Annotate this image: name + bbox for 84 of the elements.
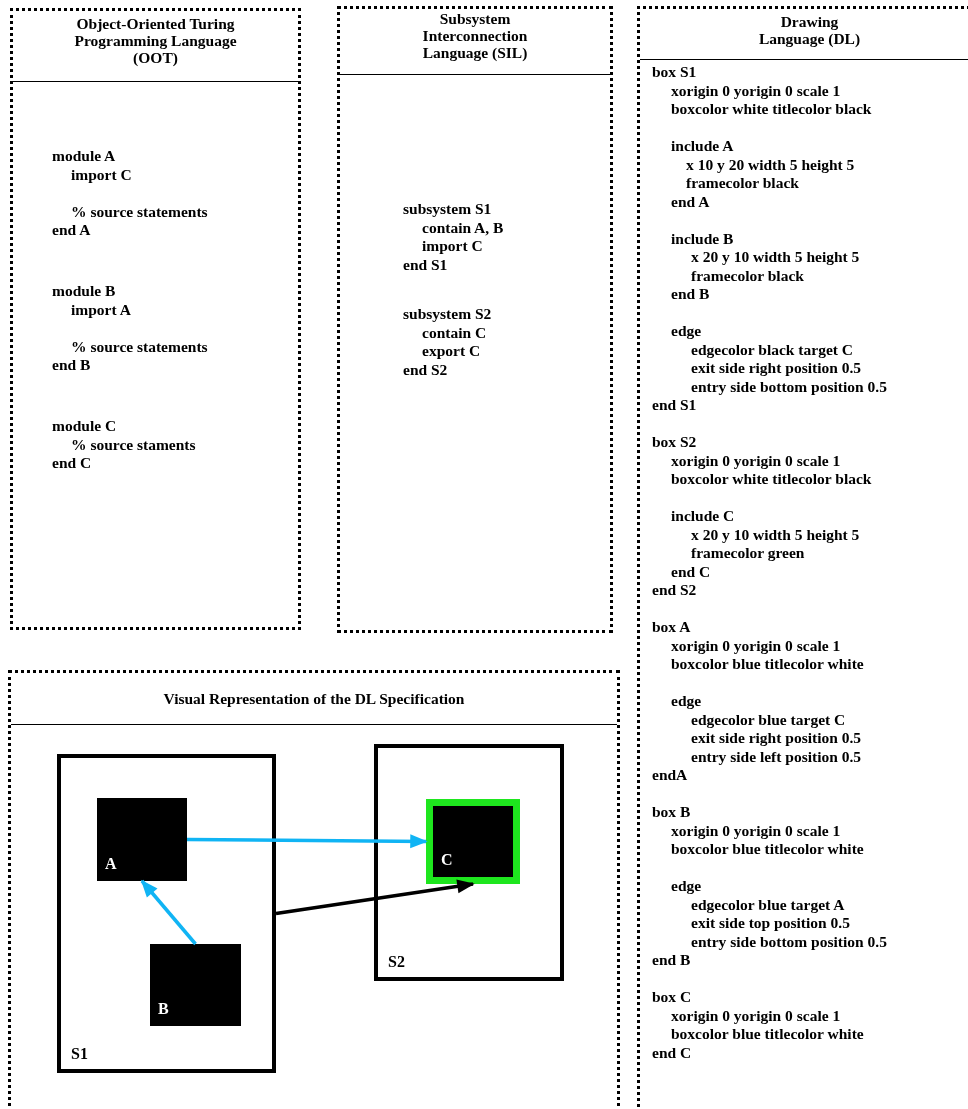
code-line: import A (71, 300, 131, 320)
code-line: xorigin 0 yorigin 0 scale 1 (671, 81, 841, 100)
subsystem-box (57, 754, 276, 1073)
code-line: exit side right position 0.5 (691, 729, 862, 748)
code-line: boxcolor blue titlecolor white (671, 655, 864, 674)
code-line: edgecolor blue target C (691, 710, 846, 729)
code-line: box S2 (652, 433, 697, 452)
code-line: end A (671, 192, 710, 211)
code-line: boxcolor blue titlecolor white (671, 1025, 864, 1044)
arrow (275, 879, 475, 916)
code-line: framecolor black (691, 266, 804, 285)
code-line: end C (671, 562, 711, 581)
code-line: end S1 (652, 396, 697, 415)
subsystem-box (374, 744, 564, 981)
code-line: module B (52, 282, 116, 301)
code-line: endA (652, 766, 688, 785)
panel (8, 670, 620, 1109)
code-line: module C (52, 417, 117, 436)
code-line: box B (652, 803, 691, 822)
code-line: edge (671, 692, 702, 711)
panel-heading: Visual Representation of the DL Specification (162, 690, 466, 707)
code-line: xorigin 0 yorigin 0 scale 1 (671, 821, 841, 840)
code-line: % source statements (71, 202, 208, 221)
code-line: export C (422, 342, 481, 361)
code-line: include B (671, 229, 734, 248)
code-line: box A (652, 618, 691, 637)
panel-heading: Object-Oriented Turing Programming Language (OOT) (73, 15, 238, 66)
box-label: C (441, 851, 453, 869)
code-line: xorigin 0 yorigin 0 scale 1 (671, 1006, 841, 1025)
code-line: include A (671, 137, 734, 156)
module-box (150, 944, 241, 1026)
code-line: box C (652, 988, 692, 1007)
code-line: boxcolor white titlecolor black (671, 470, 872, 489)
code-line: entry side bottom position 0.5 (691, 932, 887, 951)
code-line: end B (652, 951, 691, 970)
code-line: edge (671, 322, 702, 341)
module-box (97, 798, 187, 881)
panel-heading: Drawing Language (DL) (757, 13, 862, 47)
code-line: framecolor green (691, 544, 805, 563)
code-line: boxcolor blue titlecolor white (671, 840, 864, 859)
code-line: contain A, B (422, 218, 504, 237)
box-label: S1 (71, 1045, 88, 1063)
code-line: exit side right position 0.5 (691, 359, 862, 378)
code-line: framecolor black (686, 174, 799, 193)
arrow (140, 879, 197, 946)
box-label: A (105, 855, 117, 873)
code-line: % source statements (71, 337, 208, 357)
code-line: % source staments (71, 435, 196, 455)
code-line: entry side left position 0.5 (691, 747, 862, 766)
code-line: import C (71, 165, 132, 184)
box-label: S2 (388, 953, 405, 971)
module-box (426, 799, 520, 884)
code-line: edgecolor black target C (691, 340, 853, 359)
code-line: end S2 (403, 360, 448, 380)
code-line: end B (52, 356, 91, 375)
code-line: xorigin 0 yorigin 0 scale 1 (671, 451, 841, 470)
arrow (187, 834, 428, 849)
code-line: edgecolor blue target A (691, 895, 845, 914)
panel (337, 6, 613, 633)
panel (637, 6, 968, 1109)
code-line: end S2 (652, 581, 697, 600)
code-line: module A (52, 147, 116, 166)
code-line: subsystem S2 (403, 305, 492, 324)
code-line: include C (671, 507, 735, 526)
panel (10, 8, 301, 630)
panel-heading: Subsystem Interconnection Language (SIL) (421, 10, 529, 61)
code-line: exit side top position 0.5 (691, 914, 850, 933)
code-line: subsystem S1 (403, 200, 492, 219)
code-line: entry side bottom position 0.5 (691, 377, 887, 396)
code-line: end B (671, 285, 710, 304)
code-line: x 10 y 20 width 5 height 5 (686, 155, 855, 174)
code-line: x 20 y 10 width 5 height 5 (691, 525, 860, 544)
code-line: end S1 (403, 255, 448, 274)
code-line: x 20 y 10 width 5 height 5 (691, 248, 860, 267)
code-line: end C (52, 454, 92, 473)
code-line: edge (671, 877, 702, 896)
code-line: import C (422, 237, 483, 256)
code-line: end A (52, 221, 91, 240)
code-line: xorigin 0 yorigin 0 scale 1 (671, 636, 841, 655)
box-label: B (158, 1000, 169, 1018)
code-line: boxcolor white titlecolor black (671, 100, 872, 119)
code-line: end C (652, 1043, 692, 1062)
code-line: contain C (422, 323, 487, 343)
code-line: box S1 (652, 63, 697, 82)
